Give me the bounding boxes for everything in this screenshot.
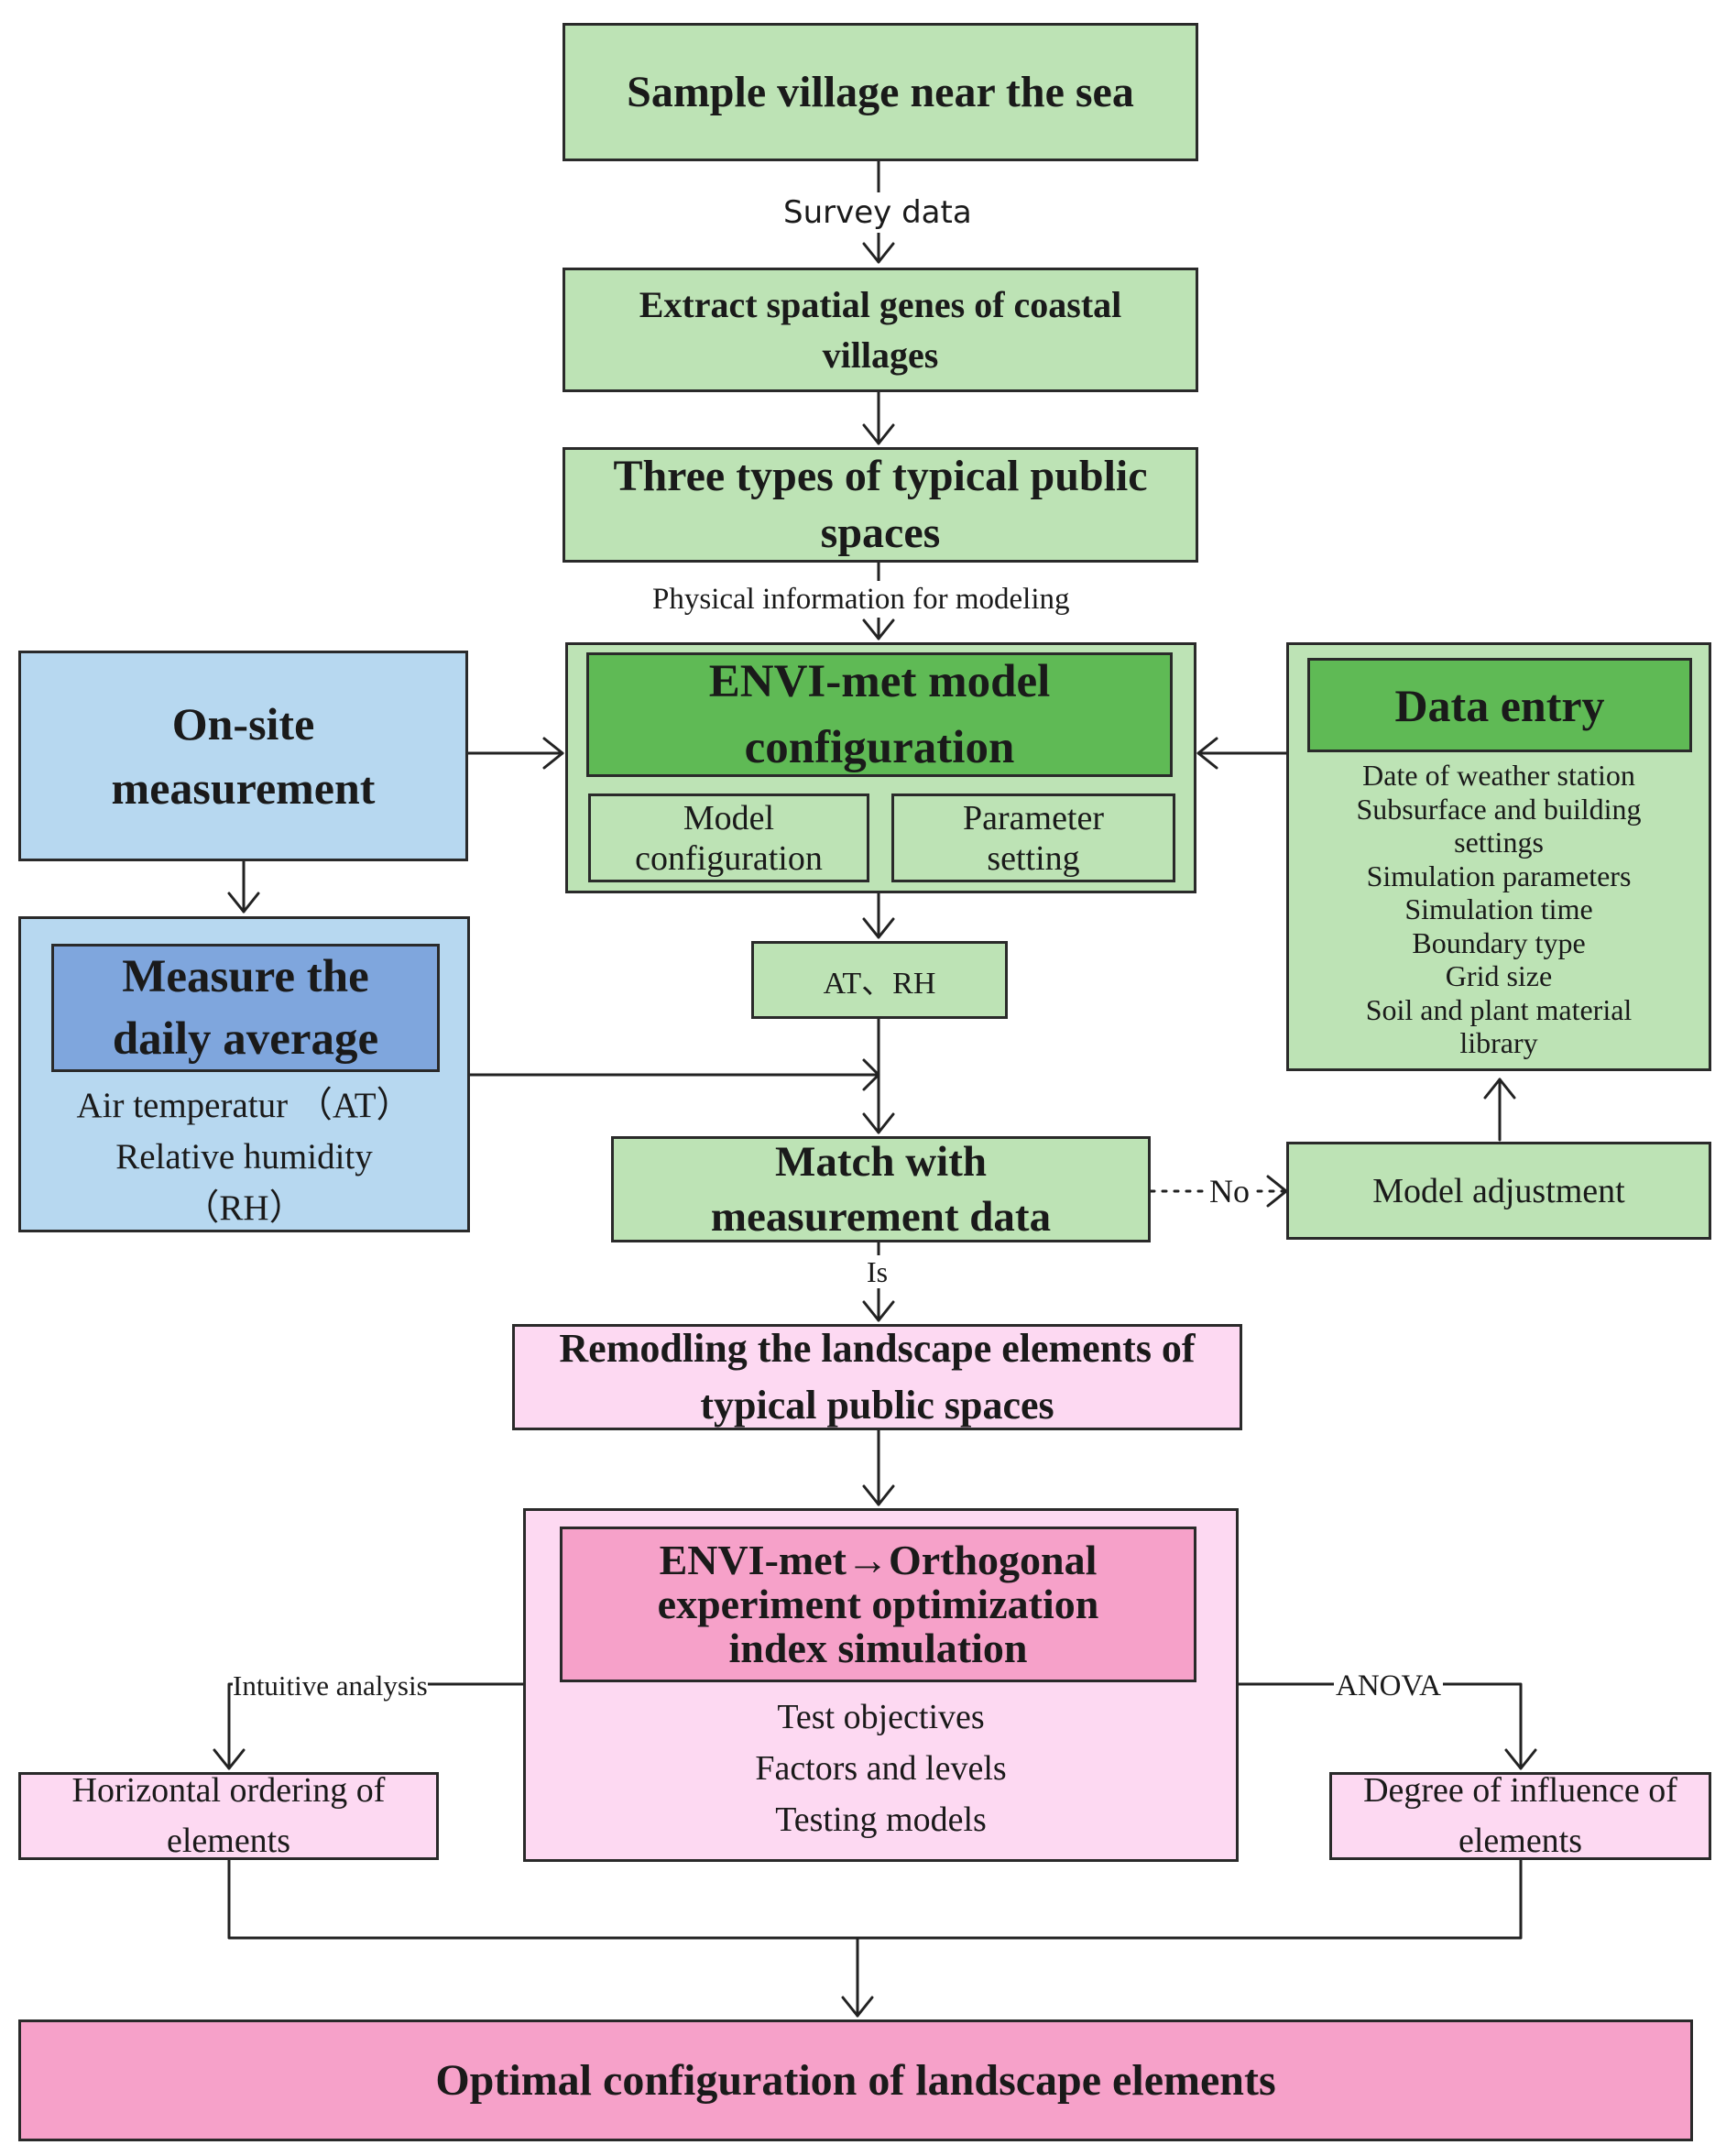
node-data-entry: Data entry	[1307, 658, 1692, 752]
orthogonal-items: Test objectives Factors and levels Testi…	[526, 1691, 1236, 1845]
node-measure-group: Measure the daily average Air temperatur…	[18, 916, 470, 1232]
node-model-config-label: Model configuration	[635, 798, 823, 878]
measure-items: Air temperatur （AT） Relative humidity （R…	[21, 1080, 467, 1234]
orthogonal-item: Test objectives	[777, 1698, 985, 1736]
node-model-adjust-label: Model adjustment	[1372, 1171, 1625, 1210]
orthogonal-item: Testing models	[775, 1800, 987, 1839]
node-sample-village: Sample village near the sea	[563, 23, 1198, 161]
node-param-setting: Parameter setting	[891, 793, 1175, 882]
data-entry-item: settings	[1454, 826, 1544, 859]
node-match: Match with measurement data	[611, 1136, 1151, 1242]
measure-item: （RH）	[183, 1188, 305, 1228]
arrow-merge-to-optimal	[227, 1858, 1523, 2018]
label-anova: ANOVA	[1334, 1669, 1443, 1702]
node-at-rh: AT、RH	[751, 941, 1008, 1019]
label-is: Is	[867, 1255, 889, 1288]
data-entry-item: Simulation parameters	[1366, 859, 1632, 892]
node-orthogonal: ENVI-met→Orthogonal experiment optimizat…	[560, 1527, 1196, 1682]
node-remodel: Remodling the landscape elements of typi…	[512, 1324, 1242, 1430]
node-degree-label: Degree of influence of elements	[1363, 1771, 1677, 1860]
node-extract-genes-label: Extract spatial genes of coastal village…	[639, 284, 1122, 376]
node-envi-config-label: ENVI-met model configuration	[708, 656, 1051, 773]
node-data-entry-label: Data entry	[1394, 679, 1605, 731]
label-physical-info: Physical information for modeling	[652, 581, 1070, 618]
node-on-site: On-site measurement	[18, 651, 468, 861]
data-entry-items: Date of weather station Subsurface and b…	[1289, 759, 1709, 1060]
data-entry-item: Soil and plant material	[1365, 992, 1633, 1026]
node-three-types-label: Three types of typical public spaces	[613, 452, 1148, 557]
node-orthogonal-label: ENVI-met→Orthogonal experiment optimizat…	[657, 1537, 1099, 1671]
measure-item: Air temperatur （AT）	[76, 1086, 412, 1125]
orthogonal-item: Factors and levels	[755, 1749, 1007, 1788]
node-sample-village-label: Sample village near the sea	[627, 68, 1134, 116]
data-entry-item: Boundary type	[1412, 925, 1586, 959]
node-model-adjust: Model adjustment	[1286, 1142, 1711, 1240]
data-entry-item: Grid size	[1445, 959, 1553, 992]
node-remodel-label: Remodling the landscape elements of typi…	[559, 1326, 1196, 1428]
node-param-setting-label: Parameter setting	[962, 798, 1105, 878]
node-on-site-label: On-site measurement	[111, 698, 376, 814]
node-horizontal: Horizontal ordering of elements	[18, 1771, 439, 1860]
measure-item: Relative humidity	[115, 1137, 373, 1176]
node-at-rh-label: AT、RH	[823, 967, 936, 1001]
label-survey-data: Survey data	[783, 192, 972, 233]
node-degree: Degree of influence of elements	[1329, 1771, 1711, 1860]
node-envi-config-group: ENVI-met model configuration Model confi…	[565, 642, 1196, 893]
label-intuitive-analysis: Intuitive analysis	[233, 1669, 428, 1702]
node-measure-daily-label: Measure the daily average	[112, 951, 379, 1065]
data-entry-item: Simulation time	[1404, 892, 1593, 925]
node-data-entry-group: Data entry Date of weather station Subsu…	[1286, 642, 1711, 1071]
data-entry-item: library	[1459, 1026, 1538, 1059]
node-model-config: Model configuration	[588, 793, 869, 882]
node-envi-config: ENVI-met model configuration	[586, 652, 1173, 777]
data-entry-item: Date of weather station	[1362, 759, 1635, 792]
data-entry-item: Subsurface and building	[1356, 792, 1642, 826]
node-horizontal-label: Horizontal ordering of elements	[71, 1771, 386, 1860]
node-match-label: Match with measurement data	[710, 1138, 1052, 1241]
node-extract-genes: Extract spatial genes of coastal village…	[563, 268, 1198, 392]
label-no: No	[1207, 1173, 1251, 1209]
node-optimal: Optimal configuration of landscape eleme…	[18, 2019, 1693, 2141]
arrow-orthogonal-to-degree	[1237, 1682, 1523, 1770]
node-orthogonal-group: ENVI-met→Orthogonal experiment optimizat…	[523, 1508, 1239, 1862]
node-measure-daily: Measure the daily average	[51, 944, 440, 1072]
node-optimal-label: Optimal configuration of landscape eleme…	[435, 2056, 1276, 2105]
node-three-types: Three types of typical public spaces	[563, 447, 1198, 563]
